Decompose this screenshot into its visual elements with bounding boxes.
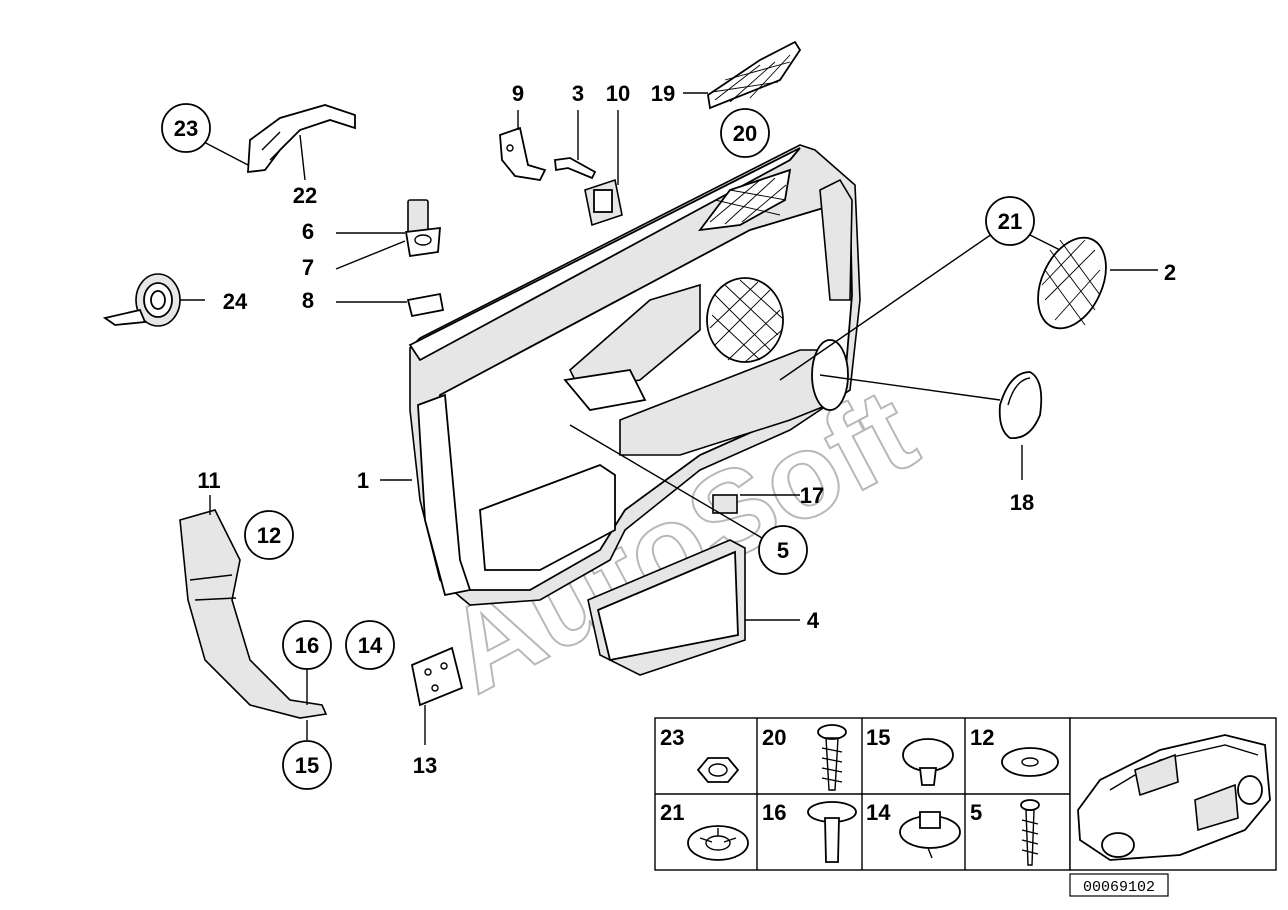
label-18: 18 [1010, 490, 1034, 515]
svg-text:00069102: 00069102 [1083, 879, 1155, 896]
panel-speaker-grille [706, 277, 784, 363]
label-2: 2 [1164, 260, 1176, 285]
svg-text:15: 15 [866, 725, 890, 750]
clip-part-8 [406, 292, 445, 318]
callout-16: 16 [282, 620, 332, 670]
screw-part-3 [554, 157, 597, 180]
label-1: 1 [357, 468, 369, 493]
switch-part-17 [712, 494, 738, 514]
svg-text:23: 23 [660, 725, 684, 750]
label-24: 24 [223, 289, 248, 314]
clip-part-7 [404, 226, 441, 258]
label-8: 8 [302, 288, 314, 313]
svg-text:21: 21 [660, 800, 684, 825]
label-22: 22 [293, 183, 317, 208]
fastener-table: 23 20 15 12 21 16 [654, 717, 1071, 871]
callout-15: 15 [282, 740, 332, 790]
label-19: 19 [651, 81, 675, 106]
label-9: 9 [512, 81, 524, 106]
handle-part-10 [584, 178, 623, 227]
svg-text:16: 16 [762, 800, 786, 825]
tape-roll-part-24 [102, 273, 181, 327]
label-3: 3 [572, 81, 584, 106]
tweeter-cover-part-18 [998, 371, 1043, 439]
callout-20: 20 [720, 108, 770, 158]
table-cell-5: 5 [970, 799, 1040, 866]
svg-text:14: 14 [866, 800, 891, 825]
callout-23: 23 [161, 103, 211, 153]
svg-text:5: 5 [970, 800, 982, 825]
svg-text:16: 16 [295, 633, 319, 658]
svg-text:12: 12 [257, 523, 281, 548]
callout-12: 12 [244, 510, 294, 560]
leader-lines [180, 92, 1158, 745]
svg-text:20: 20 [762, 725, 786, 750]
svg-text:23: 23 [174, 116, 198, 141]
callout-5: 5 [758, 525, 808, 575]
label-6: 6 [302, 219, 314, 244]
table-cell-15: 15 [866, 725, 954, 786]
speaker-grille-part-2 [1037, 236, 1107, 330]
label-7: 7 [302, 255, 314, 280]
svg-text:5: 5 [777, 538, 789, 563]
panel-upper-mesh [698, 168, 792, 232]
label-13: 13 [413, 753, 437, 778]
panel-tweeter-opening [811, 339, 849, 411]
label-4: 4 [807, 608, 820, 633]
bracket-part-22 [247, 104, 356, 174]
mesh-grille-part-19 [707, 40, 802, 110]
bracket-plate-part-13 [410, 646, 464, 707]
svg-text:21: 21 [998, 209, 1022, 234]
callout-14: 14 [345, 620, 395, 670]
map-pocket-part-4 [587, 539, 746, 676]
lower-trim-part-11 [179, 509, 328, 719]
table-cell-16: 16 [762, 800, 857, 863]
table-cell-21: 21 [660, 800, 749, 861]
table-cell-20: 20 [762, 724, 847, 791]
table-cell-12: 12 [970, 725, 1059, 777]
svg-text:20: 20 [733, 121, 757, 146]
label-17: 17 [800, 483, 824, 508]
svg-text:12: 12 [970, 725, 994, 750]
label-11: 11 [197, 468, 220, 493]
table-cell-23: 23 [660, 725, 740, 783]
diagram-id-box: 00069102 [1069, 873, 1169, 897]
svg-text:15: 15 [295, 753, 319, 778]
svg-text:14: 14 [358, 633, 383, 658]
callout-21: 21 [985, 196, 1035, 246]
label-10: 10 [606, 81, 630, 106]
table-cell-14: 14 [866, 800, 961, 859]
car-locator-illustration [1069, 717, 1277, 871]
bracket-part-9 [499, 126, 547, 181]
